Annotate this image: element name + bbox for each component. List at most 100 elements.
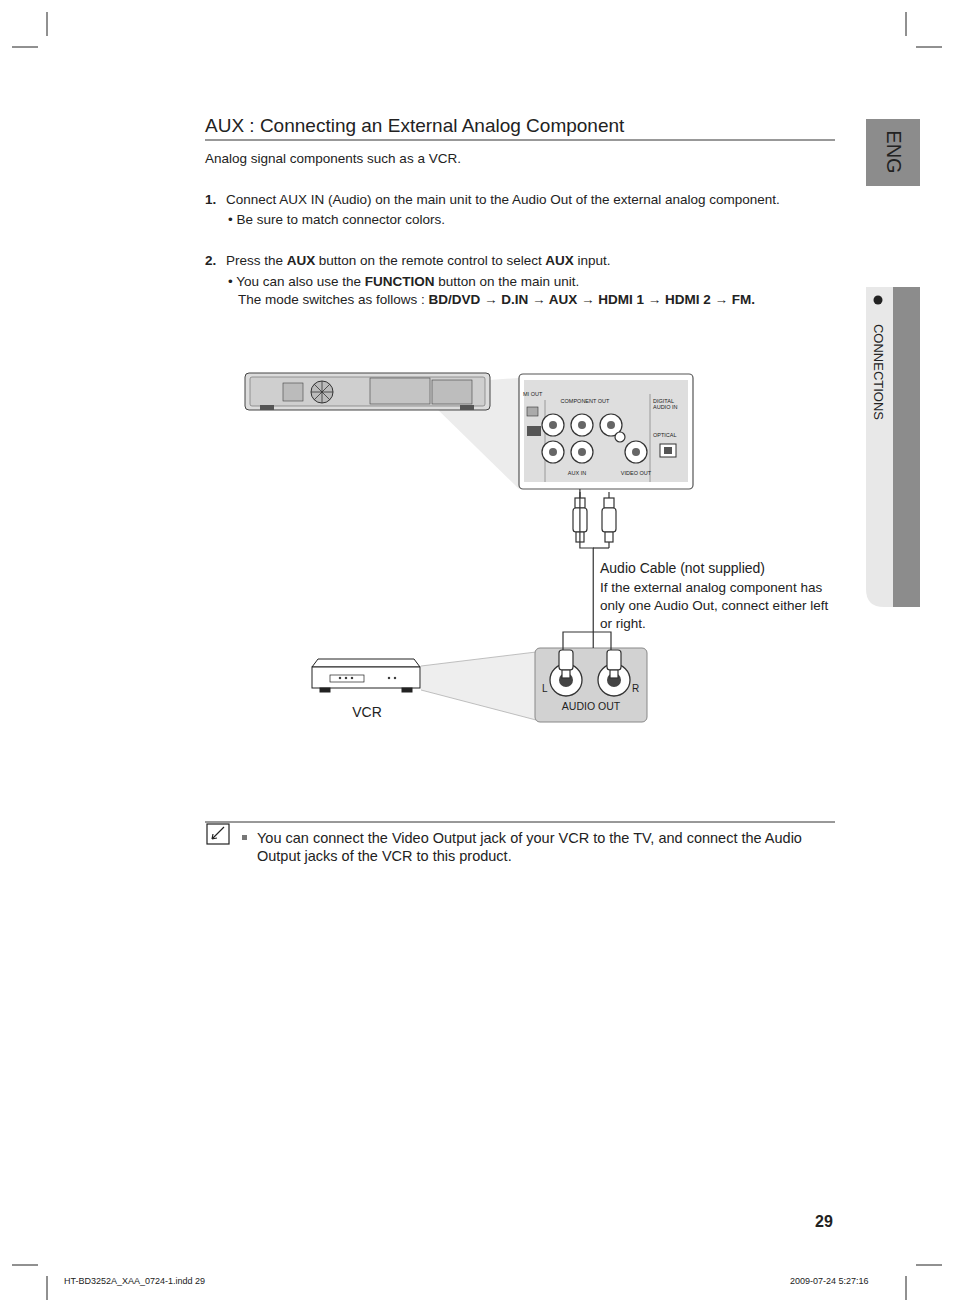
node-label: MI OUT — [523, 391, 542, 397]
body-text: The mode switches as follows : — [238, 292, 425, 308]
text-line: 29 — [815, 1212, 837, 1231]
vcr-drawing — [345, 677, 347, 679]
main-unit-rear — [311, 381, 333, 403]
jack-panel-zoom — [545, 400, 546, 482]
rules — [205, 140, 835, 141]
vcr-zoom — [421, 652, 536, 720]
audio-out-panel — [559, 650, 621, 678]
node-label: OPTICAL — [653, 432, 677, 438]
jack-panel-zoom — [625, 441, 647, 463]
jack-panel-zoom — [542, 414, 564, 436]
jack-panel-zoom — [524, 380, 688, 482]
jack-panel-zoom — [664, 447, 672, 454]
crop-marks — [916, 47, 942, 48]
note-icon — [212, 827, 224, 839]
crop-marks — [47, 1276, 48, 1300]
note-icon — [207, 824, 229, 844]
vcr-zoom — [421, 652, 536, 720]
rules — [205, 140, 835, 822]
side-tabs — [874, 296, 883, 305]
jack-panel-zoom — [527, 426, 541, 436]
node-label: L — [542, 683, 548, 695]
crop-marks — [12, 1265, 38, 1266]
side-tabs — [893, 287, 920, 607]
node-label: CONNECTIONS — [871, 324, 886, 420]
jack-panel-zoom — [571, 441, 593, 463]
body-text: • You can also use the — [228, 274, 361, 290]
audio-out-panel — [535, 632, 647, 722]
node-label: VCR — [352, 704, 382, 720]
text-line: Connect AUX IN (Audio) on the main unit … — [226, 192, 783, 208]
vcr-zoom — [421, 690, 536, 720]
body-text: button on the main unit. — [438, 274, 579, 290]
jack-panel-zoom — [549, 421, 640, 456]
body-text: Press the — [226, 253, 283, 269]
jack-panel-zoom — [615, 432, 625, 442]
crop-marks — [47, 12, 48, 36]
vcr: VCR — [310, 655, 425, 721]
vcr-drawing — [388, 677, 390, 679]
main-unit-rear — [245, 373, 519, 489]
vcr-drawing — [351, 677, 353, 679]
body-text: button on the remote control to select — [319, 253, 542, 269]
jack-panel-zoom — [549, 448, 557, 456]
audio-out-panel — [562, 670, 570, 678]
jack-panel-zoom — [571, 414, 593, 436]
jack-panel-zoom — [578, 421, 586, 429]
bold-text: 29 — [815, 1212, 833, 1231]
body-text: 2009-07-24 5:27:16 — [790, 1276, 869, 1287]
node-label: AUX IN — [568, 470, 586, 476]
crop-marks — [906, 1276, 907, 1300]
section-tab: CONNECTIONS — [866, 287, 920, 607]
vcr-drawing — [320, 688, 330, 692]
node-label: AUDIO OUT — [562, 700, 620, 712]
jack-panel-zoom — [660, 444, 676, 457]
note-text: If the external analog component has onl… — [600, 579, 836, 633]
rca-plugs-top — [608, 492, 609, 498]
vcr-drawing — [394, 677, 396, 679]
jack-panel-zoom — [527, 407, 538, 416]
jack-panel-zoom — [519, 374, 693, 489]
jack-panel-zoom — [549, 421, 557, 429]
language-tab: ENG — [866, 119, 920, 186]
jack-panel-zoom — [542, 414, 647, 463]
rca-plugs-top — [602, 508, 616, 532]
audio-out-panel: LRAUDIO OUT — [535, 648, 647, 722]
text-line: • Be sure to match connector colors. — [228, 212, 449, 228]
audio-out-panel — [563, 632, 611, 650]
text-line: The mode switches as follows :BD/DVD → D… — [238, 292, 759, 308]
body-text: Connect AUX IN (Audio) on the main unit … — [226, 192, 780, 208]
bold-text: AUX — [545, 253, 574, 269]
bold-text: 1. — [205, 192, 216, 208]
text-line: 2. — [205, 253, 220, 269]
body-text: HT-BD3252A_XAA_0724-1.indd 29 — [64, 1276, 205, 1287]
main-unit-rear — [250, 377, 485, 406]
body-text: input. — [578, 253, 611, 269]
side-tabs — [866, 119, 920, 186]
cable-label: Audio Cable (not supplied) — [600, 560, 765, 577]
jack-panel-zoom — [519, 374, 693, 489]
jack-panel-zoom — [607, 421, 615, 429]
main-unit-rear — [283, 383, 303, 401]
main-unit-rear — [460, 405, 474, 410]
jack-panel-zoom — [632, 448, 640, 456]
main-unit-rear — [370, 378, 430, 404]
rca-plugs-top — [604, 498, 614, 508]
bold-text: 2. — [205, 253, 216, 269]
rules — [205, 822, 835, 823]
text-line: HT-BD3252A_XAA_0724-1.indd 29 — [64, 1276, 208, 1287]
vcr-drawing — [330, 675, 364, 682]
audio-out-panel — [607, 650, 621, 670]
page-title: AUX : Connecting an External Analog Comp… — [205, 115, 624, 138]
audio-out-panel — [610, 670, 618, 678]
bold-text: FUNCTION — [365, 274, 435, 290]
vcr-zoom — [421, 652, 536, 666]
text-line: • You can also use theFUNCTIONbutton on … — [228, 274, 583, 290]
node-label: ENG — [882, 130, 905, 173]
text-line: 2009-07-24 5:27:16 — [790, 1276, 871, 1287]
rca-plugs-top — [605, 532, 613, 542]
crop-marks — [12, 12, 942, 1300]
main-unit-rear — [432, 380, 472, 404]
audio-cable — [580, 489, 593, 648]
vcr-drawing — [402, 688, 412, 692]
